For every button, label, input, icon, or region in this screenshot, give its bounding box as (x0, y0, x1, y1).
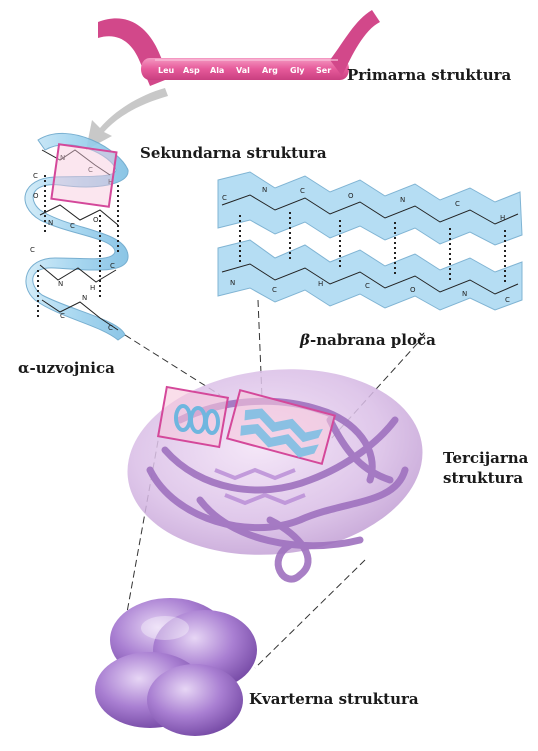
svg-text:N: N (400, 196, 405, 204)
label-tertiary-line2: struktura (443, 469, 523, 487)
svg-text:O: O (348, 192, 354, 200)
svg-text:N: N (82, 294, 87, 302)
beta-sheet: C N C O N C H N C H C O N C (218, 172, 522, 310)
label-primary-structure: Primarna struktura (347, 66, 511, 84)
sequence-residue: Ala (210, 66, 224, 75)
svg-text:N: N (48, 219, 53, 227)
svg-text:C: C (222, 194, 227, 202)
sequence-residue: Gly (290, 66, 305, 75)
svg-text:H: H (90, 284, 95, 292)
svg-text:C: C (70, 222, 75, 230)
svg-text:C: C (455, 200, 460, 208)
sequence-residue: Asp (183, 66, 200, 75)
svg-text:C: C (110, 262, 115, 270)
svg-text:N: N (230, 279, 235, 287)
label-tertiary-line1: Tercijarna (443, 449, 528, 467)
svg-text:C: C (300, 187, 305, 195)
svg-text:N: N (262, 186, 267, 194)
svg-text:N: N (462, 290, 467, 298)
beta-sheet-text: -nabrana ploča (310, 331, 436, 349)
svg-text:O: O (33, 192, 39, 200)
svg-text:C: C (272, 286, 277, 294)
svg-text:C: C (60, 312, 65, 320)
sequence-residue: Val (236, 66, 250, 75)
svg-text:N: N (58, 280, 63, 288)
sequence-residue: Leu (158, 66, 175, 75)
svg-text:C: C (33, 172, 38, 180)
quaternary-structure (95, 598, 257, 736)
label-quaternary-structure: Kvarterna struktura (249, 690, 419, 708)
label-secondary-structure: Sekundarna struktura (140, 144, 327, 162)
svg-text:C: C (505, 296, 510, 304)
tertiary-structure (118, 355, 432, 579)
label-beta-sheet: β-nabrana ploča (300, 331, 436, 349)
svg-text:C: C (30, 246, 35, 254)
svg-text:H: H (500, 214, 505, 222)
svg-text:O: O (93, 216, 99, 224)
label-alpha-helix: α-uzvojnica (18, 359, 115, 377)
svg-text:C: C (365, 282, 370, 290)
curved-arrow (86, 88, 168, 150)
svg-text:O: O (410, 286, 416, 294)
sequence-residue: Ser (316, 66, 331, 75)
svg-text:H: H (318, 280, 323, 288)
sequence-residue: Arg (262, 66, 278, 75)
beta-symbol: β (300, 331, 310, 349)
alpha-helix: C O N C H N C O C N H C C N C (25, 133, 128, 340)
svg-text:C: C (108, 324, 113, 332)
helix-highlight-box (51, 144, 116, 207)
